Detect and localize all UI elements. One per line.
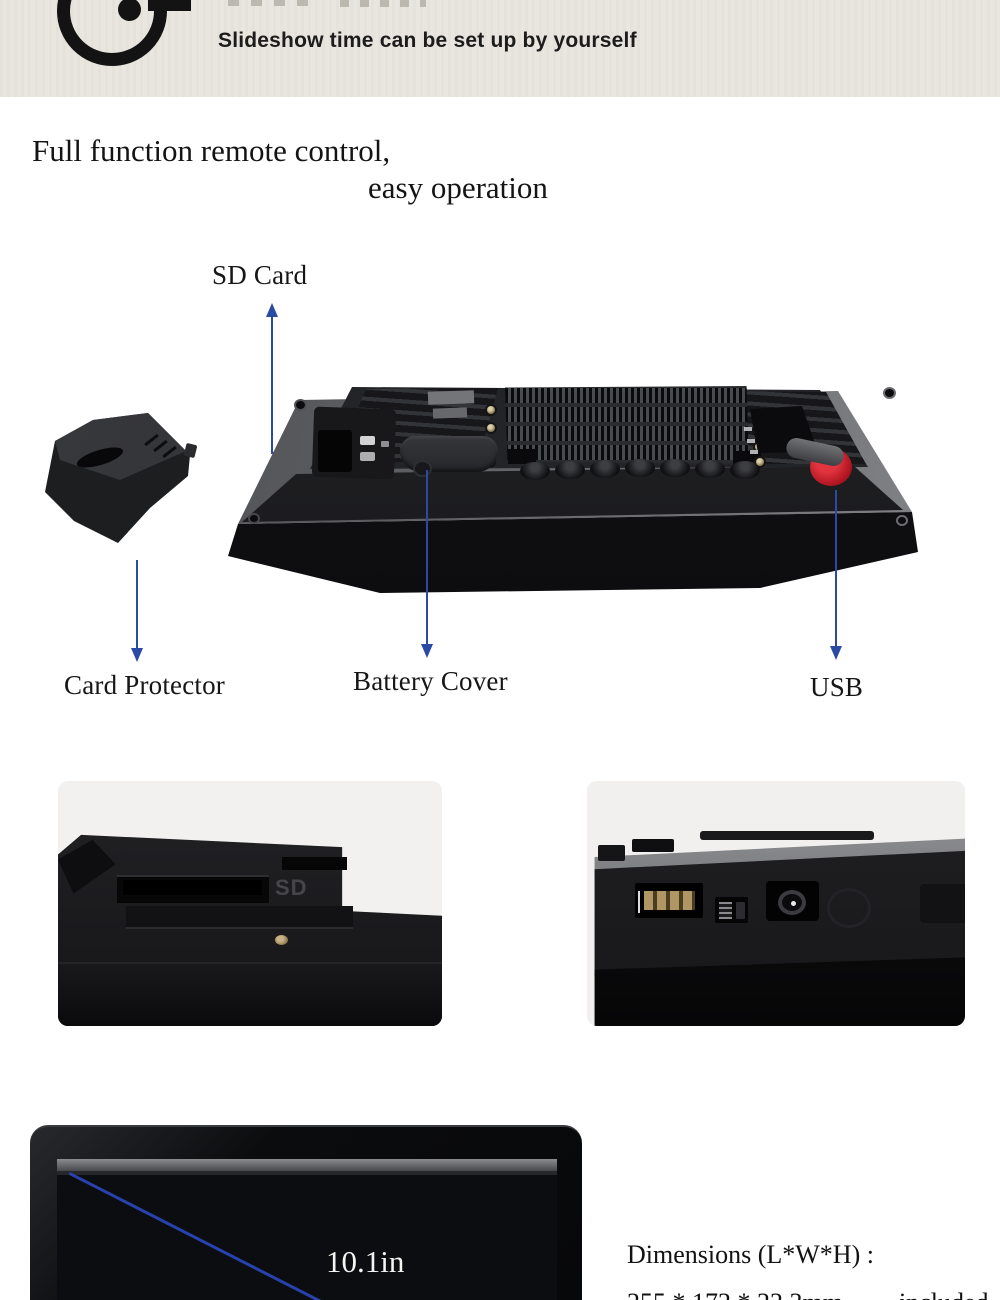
cropped-text-remnant bbox=[340, 0, 426, 7]
hinge-bump bbox=[695, 460, 725, 478]
card-protector-tab bbox=[183, 442, 198, 459]
bottom-edge-band bbox=[594, 957, 965, 1026]
card-protector-arrow-line bbox=[136, 560, 138, 648]
sd-slot-marking bbox=[381, 441, 389, 447]
clock-timer-icon-dot bbox=[118, 0, 141, 21]
hinge-bump bbox=[730, 461, 760, 479]
screen-reflection-band bbox=[57, 1171, 557, 1175]
battery-cover-arrow-line bbox=[426, 470, 428, 644]
vent-row bbox=[505, 445, 749, 460]
corner-screw-hole bbox=[296, 401, 305, 409]
back-highlight-patch bbox=[427, 390, 475, 405]
port-label-marking bbox=[747, 439, 755, 443]
card-protector-arrowhead bbox=[131, 648, 143, 662]
heading-line2: easy operation bbox=[368, 170, 548, 205]
callout-battery-cover-label: Battery Cover bbox=[353, 666, 508, 696]
groove bbox=[125, 905, 353, 929]
right-edge-feature bbox=[919, 883, 965, 924]
hinge-bump bbox=[625, 459, 655, 477]
round-feature-outline bbox=[827, 887, 872, 928]
screw bbox=[487, 406, 495, 414]
vent-row bbox=[505, 388, 749, 403]
port-label-marking bbox=[744, 427, 752, 431]
corner-screw-hole bbox=[898, 517, 906, 524]
callout-card-protector-label: Card Protector bbox=[64, 670, 226, 700]
cropped-text-remnant bbox=[228, 0, 320, 6]
bottom-edge-band bbox=[58, 962, 442, 1026]
sd-slot-marking bbox=[360, 436, 375, 445]
dimensions-value: 255 * 172 * 22.3mm bbox=[627, 1288, 843, 1300]
top-thin-bar bbox=[700, 831, 875, 840]
gold-screw bbox=[274, 935, 288, 946]
hinge-bump bbox=[555, 461, 585, 479]
battery-cover-arrowhead bbox=[421, 644, 433, 658]
screw bbox=[487, 424, 495, 432]
usb-arrow-line bbox=[835, 490, 837, 646]
sd-slot-marking bbox=[360, 452, 375, 461]
corner-screw-hole bbox=[885, 389, 894, 397]
battery-cover-notch bbox=[413, 460, 432, 477]
usb-arrowhead bbox=[830, 646, 842, 660]
screen-reflection-band bbox=[57, 1159, 557, 1171]
sd-card-slot-opening bbox=[318, 430, 352, 472]
screen-size-label: 10.1in bbox=[326, 1244, 405, 1279]
callout-sd-card-label: SD Card bbox=[212, 260, 308, 290]
closeup-photo-sd-slot: SD bbox=[58, 781, 442, 1026]
usb-port-connector bbox=[643, 891, 696, 910]
hinge-bump bbox=[660, 459, 690, 477]
sd-slot-opening bbox=[123, 880, 262, 895]
dip-switch-lever bbox=[736, 902, 745, 920]
vent-tab bbox=[508, 449, 536, 464]
banner-caption: Slideshow time can be set up by yourself bbox=[218, 29, 637, 52]
clock-timer-icon-bar bbox=[148, 0, 191, 11]
sd-card-arrow-line bbox=[271, 315, 273, 453]
edge-component bbox=[632, 838, 674, 853]
vent-row bbox=[505, 407, 749, 422]
edge-component bbox=[598, 844, 625, 861]
vent-row bbox=[505, 426, 749, 441]
sd-embossed-label: SD bbox=[274, 875, 308, 901]
dip-switch-stripes bbox=[718, 902, 732, 920]
dimensions-title: Dimensions (L*W*H) : bbox=[627, 1240, 874, 1269]
screw bbox=[756, 458, 764, 466]
usb-port-tick bbox=[638, 891, 641, 914]
corner-screw-hole bbox=[250, 515, 258, 522]
heading-line1: Full function remote control, bbox=[32, 133, 391, 168]
hinge-bump bbox=[520, 462, 550, 480]
dimensions-value-row: 255 * 172 * 22.3mm included bbox=[627, 1288, 988, 1300]
upper-small-slot bbox=[281, 856, 348, 871]
dimensions-value-suffix: included bbox=[899, 1288, 989, 1300]
sd-card-arrowhead bbox=[266, 303, 278, 317]
back-highlight-patch bbox=[432, 407, 468, 419]
dc-jack-pin bbox=[790, 900, 796, 906]
hinge-bump bbox=[590, 460, 620, 478]
vent-grille bbox=[505, 386, 749, 464]
port-label-marking bbox=[750, 450, 758, 454]
callout-usb-label: USB bbox=[810, 672, 864, 702]
frame-screen bbox=[57, 1159, 557, 1300]
closeup-photo-ports bbox=[587, 781, 965, 1026]
